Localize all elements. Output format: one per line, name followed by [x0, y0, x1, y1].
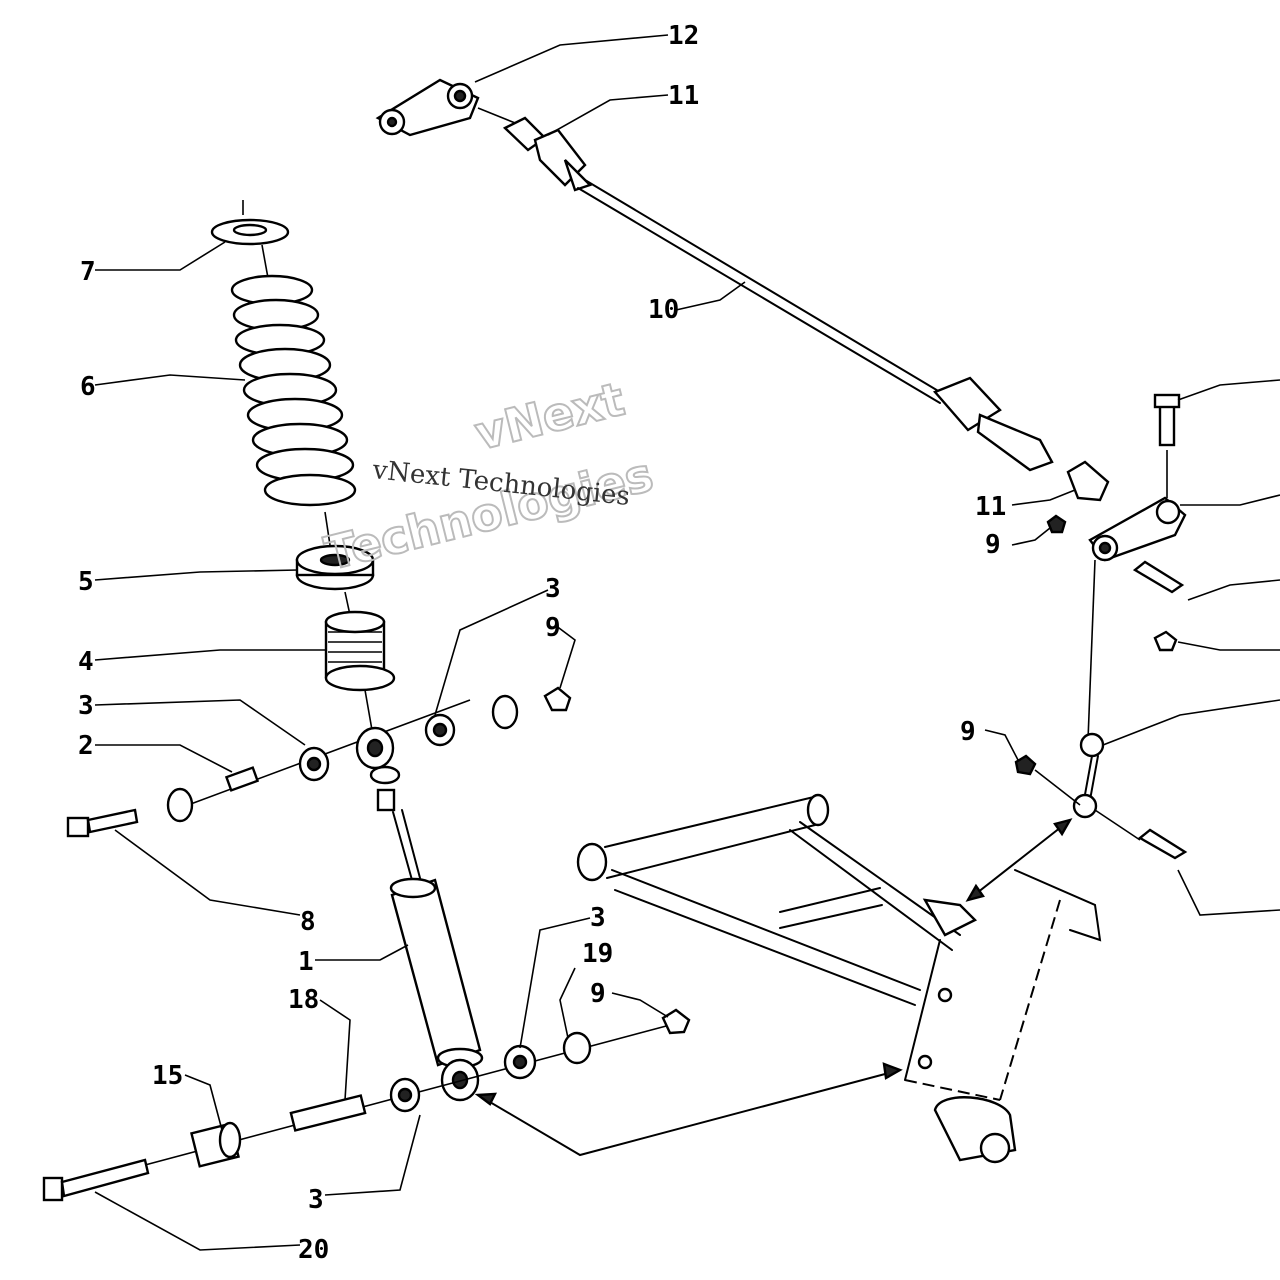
label-3-d: 3 — [590, 903, 606, 933]
label-4: 4 — [78, 647, 94, 677]
bolt-8 — [66, 808, 139, 838]
nut-9-lower — [1014, 754, 1037, 776]
label-9-c: 9 — [985, 530, 1001, 560]
nut-right — [1153, 630, 1178, 652]
bushing-3-lower-right — [503, 1044, 537, 1080]
axis-line — [364, 689, 373, 731]
label-10: 10 — [648, 295, 679, 325]
label-3-b: 3 — [78, 691, 94, 721]
nut-9-upper — [1046, 514, 1067, 534]
rod-end-lower-right — [1088, 496, 1187, 562]
a-arm-frame — [576, 793, 1102, 1164]
washer-left — [166, 787, 194, 823]
shock-eye-upper — [355, 726, 395, 770]
leader-lines — [94, 34, 1280, 1251]
label-11-right: 11 — [975, 492, 1006, 522]
spacer-18 — [289, 1094, 367, 1132]
link-rod-lower — [1072, 732, 1105, 819]
label-18: 18 — [288, 985, 319, 1015]
adjuster-sleeve-4 — [324, 610, 396, 692]
spring-collar-5 — [295, 544, 375, 591]
spring-seat-7-hole — [232, 223, 268, 237]
axis-line — [477, 107, 521, 126]
axis-line — [261, 244, 269, 279]
label-15: 15 — [152, 1061, 183, 1091]
axis-line — [1087, 559, 1096, 741]
label-7: 7 — [80, 257, 96, 287]
label-12: 12 — [668, 21, 699, 51]
bolt-right-low — [1137, 828, 1188, 860]
label-9-a: 9 — [545, 613, 561, 643]
label-19: 19 — [582, 939, 613, 969]
bolt-right-mid — [1132, 560, 1185, 594]
watermark: vNext Technologies vNext Technologies — [319, 371, 660, 582]
label-9-b: 9 — [590, 979, 606, 1009]
label-6: 6 — [80, 372, 96, 402]
label-3-c: 3 — [308, 1185, 324, 1215]
bolt-right-top — [1153, 393, 1181, 447]
bushing-3-upper-right — [424, 713, 456, 747]
label-11-top: 11 — [668, 81, 699, 111]
washer-19 — [562, 1031, 592, 1065]
arrow-upper — [967, 819, 1071, 901]
part-labels: 12 11 10 7 6 5 4 3 9 3 2 8 1 18 15 3 20 … — [78, 21, 1006, 1265]
watermark-outline-1: vNext — [470, 372, 630, 461]
rod-10-line-b — [577, 187, 941, 404]
label-5: 5 — [78, 567, 94, 597]
label-2: 2 — [78, 731, 94, 761]
label-3-a: 3 — [545, 574, 561, 604]
rod-fitting-11-top — [502, 116, 593, 192]
nut-9-top — [543, 686, 572, 712]
arrow-head — [474, 1092, 498, 1106]
label-8: 8 — [300, 907, 316, 937]
coil-spring-6 — [230, 274, 357, 507]
bolt-20 — [42, 1158, 150, 1202]
label-1: 1 — [298, 947, 314, 977]
bushing-15 — [190, 1121, 242, 1168]
label-9-d: 9 — [960, 717, 976, 747]
spacer-2 — [224, 766, 260, 792]
arrow-head — [1053, 818, 1073, 837]
shock-absorber-1 — [369, 765, 484, 1069]
bushing-3-lower-left — [389, 1077, 421, 1113]
arrow-head — [965, 883, 985, 902]
axis-line — [1034, 769, 1081, 806]
rod-fitting-lower — [932, 376, 1110, 502]
arrow-head — [882, 1062, 903, 1080]
nut-9-lower-right — [661, 1008, 691, 1035]
rod-end-12 — [375, 78, 480, 137]
shock-eye-lower — [440, 1058, 480, 1102]
axis-line — [1094, 809, 1141, 841]
rod-10-line-a — [584, 179, 946, 396]
bushing-3-upper-left — [298, 746, 330, 782]
label-20: 20 — [298, 1235, 329, 1265]
washer-upper-right — [491, 694, 519, 730]
arrow-lower — [477, 1069, 901, 1157]
axis-line — [324, 511, 331, 546]
